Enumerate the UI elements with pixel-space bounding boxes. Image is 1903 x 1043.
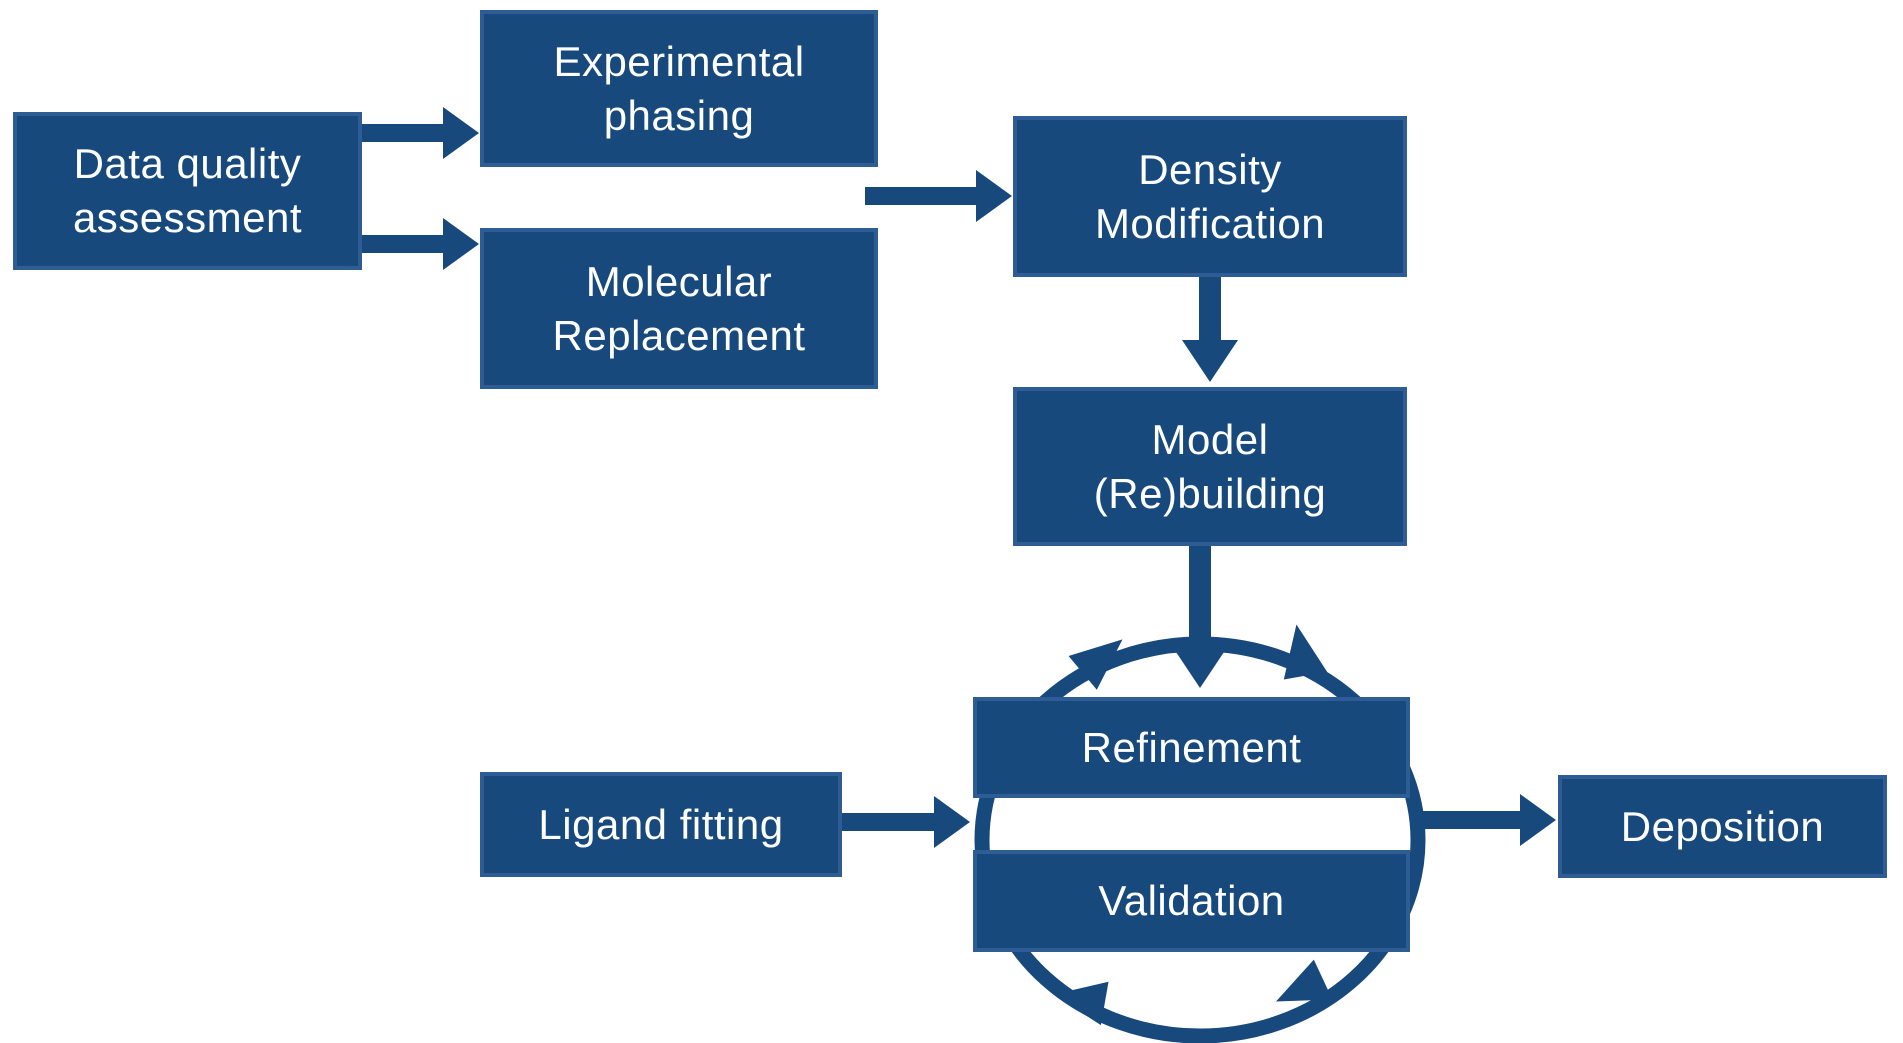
node-label-line: Molecular xyxy=(585,257,773,305)
cycle-arrowhead-top-left xyxy=(1068,639,1123,690)
node-label-line: Ligand fitting xyxy=(538,800,784,848)
node-data-quality-assessment: Data quality assessment xyxy=(13,112,362,270)
node-label-line: Refinement xyxy=(1081,723,1302,771)
node-label-line: Experimental xyxy=(553,37,805,85)
node-model-rebuilding: Model (Re)building xyxy=(1013,387,1407,546)
arrow-dqa-to-molecular-replacement xyxy=(362,218,479,270)
node-deposition: Deposition xyxy=(1558,775,1887,878)
cycle-arrowhead-bottom-right xyxy=(1275,959,1333,1002)
node-experimental-phasing: Experimental phasing xyxy=(480,10,878,167)
node-refinement: Refinement xyxy=(973,697,1410,798)
cycle-arrowhead-top-right xyxy=(1283,624,1328,680)
node-label-line: phasing xyxy=(603,91,755,139)
node-label-line: (Re)building xyxy=(1093,469,1327,517)
arrow-density-modification-to-model-rebuilding xyxy=(1182,277,1238,382)
node-label-line: Modification xyxy=(1094,199,1326,247)
node-label-line: Data quality xyxy=(73,140,302,187)
node-ligand-fitting: Ligand fitting xyxy=(480,772,842,877)
arrow-dqa-to-experimental-phasing xyxy=(362,107,479,159)
node-label-line: Replacement xyxy=(552,311,806,359)
node-label-line: Validation xyxy=(1098,877,1285,924)
arrow-ligand-fitting-to-cycle xyxy=(842,796,970,848)
node-label-line: Density xyxy=(1138,145,1282,193)
node-validation: Validation xyxy=(973,850,1410,952)
arrow-model-rebuilding-to-cycle xyxy=(1172,546,1228,688)
arrow-cycle-to-deposition xyxy=(1412,794,1556,846)
arrow-phasing-to-density-modification xyxy=(865,170,1012,222)
node-label-line: assessment xyxy=(72,194,303,241)
cycle-arrowhead-bottom-left xyxy=(1053,981,1109,1026)
node-label-line: Deposition xyxy=(1620,802,1825,850)
node-label-line: Model xyxy=(1151,415,1269,463)
